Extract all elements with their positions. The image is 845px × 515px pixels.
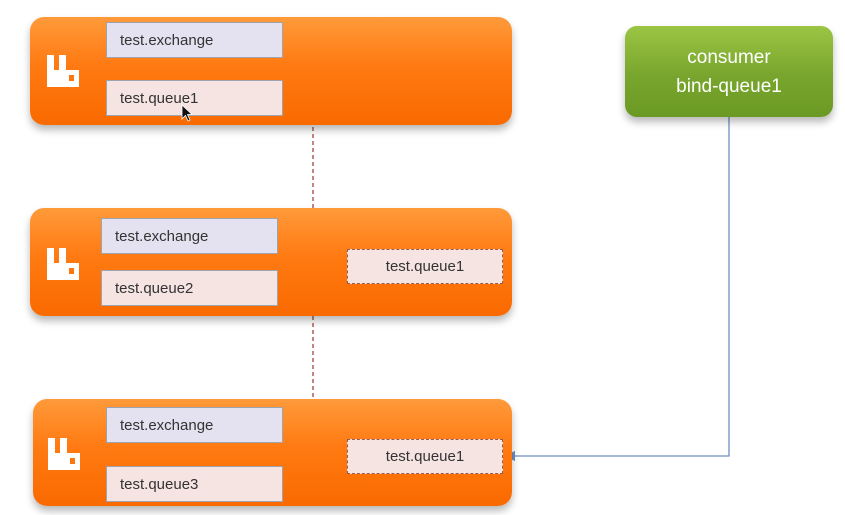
consumer-box[interactable]: consumer bind-queue1	[625, 26, 833, 117]
mirror-queue-box[interactable]: test.queue1	[347, 249, 503, 284]
rabbitmq-logo-icon	[47, 55, 79, 87]
consumer-queue-binding: bind-queue1	[676, 75, 782, 97]
exchange-box[interactable]: test.exchange	[101, 218, 278, 254]
rabbitmq-node-2: test.exchange test.queue2 test.queue1	[30, 208, 512, 316]
mouse-pointer-icon	[181, 104, 193, 122]
rabbitmq-node-3: test.exchange test.queue3 test.queue1	[33, 399, 512, 506]
rabbitmq-node-1: test.exchange test.queue1	[30, 17, 512, 125]
rabbitmq-logo-icon	[48, 438, 80, 470]
queue-box[interactable]: test.queue3	[106, 466, 283, 502]
exchange-box[interactable]: test.exchange	[106, 407, 283, 443]
rabbitmq-logo-icon	[47, 248, 79, 280]
exchange-box[interactable]: test.exchange	[106, 22, 283, 58]
consumer-title: consumer	[687, 46, 771, 68]
consumer-link	[504, 117, 730, 462]
mirror-queue-box[interactable]: test.queue1	[347, 439, 503, 474]
queue-box[interactable]: test.queue2	[101, 270, 278, 306]
queue-box[interactable]: test.queue1	[106, 80, 283, 116]
